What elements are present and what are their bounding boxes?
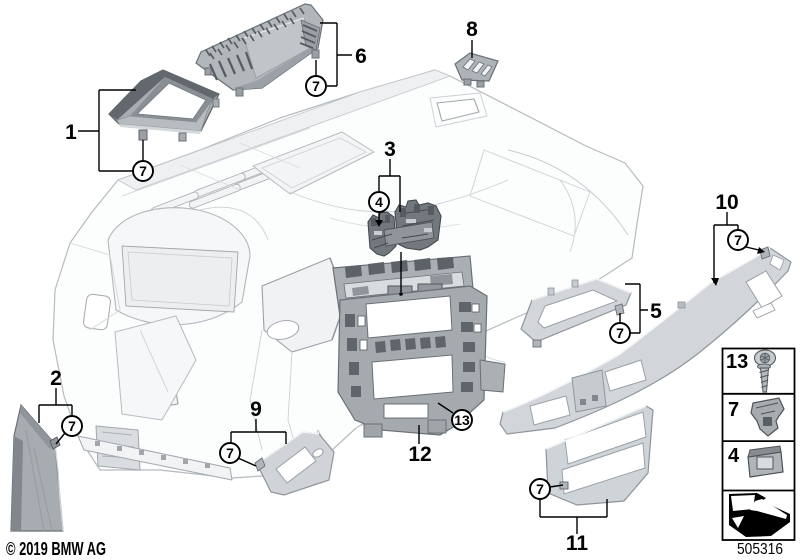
svg-text:5: 5 xyxy=(650,300,662,323)
svg-text:13: 13 xyxy=(454,412,470,428)
svg-text:7: 7 xyxy=(226,445,234,461)
svg-text:7: 7 xyxy=(139,163,147,179)
svg-text:7: 7 xyxy=(536,481,544,497)
svg-text:4: 4 xyxy=(375,194,383,210)
svg-text:11: 11 xyxy=(566,532,589,555)
svg-text:2: 2 xyxy=(50,367,62,390)
svg-text:7: 7 xyxy=(68,418,76,434)
svg-text:© 2019 BMW AG: © 2019 BMW AG xyxy=(6,538,106,559)
svg-text:1: 1 xyxy=(65,121,77,144)
svg-text:3: 3 xyxy=(384,138,396,161)
svg-text:12: 12 xyxy=(408,443,431,466)
svg-text:7: 7 xyxy=(312,78,320,94)
svg-text:8: 8 xyxy=(466,18,478,41)
svg-text:10: 10 xyxy=(715,191,738,214)
svg-text:6: 6 xyxy=(355,45,367,68)
svg-text:505316: 505316 xyxy=(737,541,783,558)
svg-text:9: 9 xyxy=(250,398,262,421)
svg-text:13: 13 xyxy=(726,351,748,373)
svg-text:7: 7 xyxy=(734,232,742,248)
svg-text:4: 4 xyxy=(728,445,740,467)
svg-text:7: 7 xyxy=(616,325,624,341)
svg-text:7: 7 xyxy=(728,399,739,421)
